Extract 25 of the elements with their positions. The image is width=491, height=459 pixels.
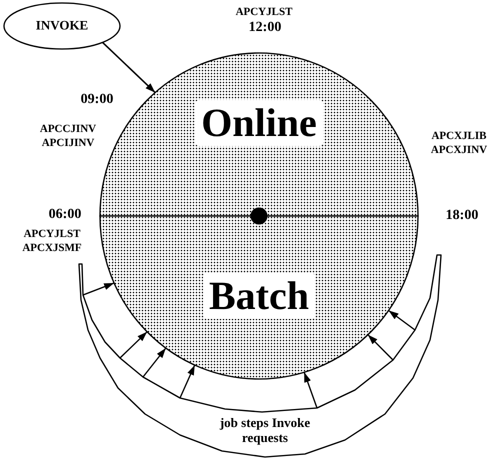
arrow <box>82 282 114 296</box>
band-caption: job steps Invoke requests <box>218 416 312 446</box>
arrow <box>102 42 156 94</box>
arrow <box>367 334 394 360</box>
program-name-label: APCCJINV <box>40 123 96 136</box>
program-name-label: APCXJSMF <box>22 242 82 255</box>
time-label: 06:00 <box>48 207 82 224</box>
time-label: 09:00 <box>80 92 114 108</box>
program-name-label: APCYJLST <box>236 6 292 19</box>
arrow <box>142 348 166 378</box>
program-name-label: APCXJINV <box>430 144 488 157</box>
time-label: 12:00 <box>248 20 282 36</box>
curved-band <box>78 254 442 458</box>
arrow <box>179 364 196 398</box>
arrow <box>120 331 148 358</box>
arrow <box>388 310 416 331</box>
callout-ellipse <box>3 2 121 50</box>
time-label: 18:00 <box>446 208 478 224</box>
program-name-label: APCYJLST <box>24 228 80 241</box>
arrow <box>304 372 318 408</box>
region-label: Batch <box>203 273 315 319</box>
program-name-label: APCXJLIB <box>432 130 486 143</box>
region-label: Online <box>195 100 323 146</box>
program-name-label: APCIJINV <box>42 137 94 150</box>
callout-text: INVOKE <box>36 18 88 34</box>
